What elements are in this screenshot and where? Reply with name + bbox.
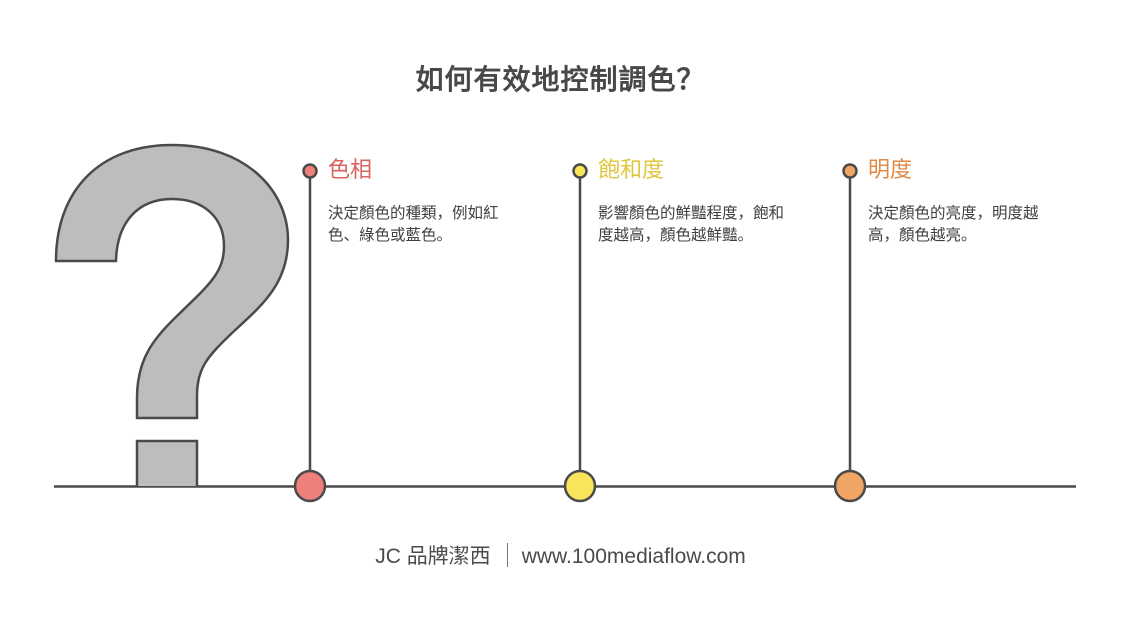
footer-divider: [506, 543, 508, 567]
hue-description: 決定顏色的種類，例如紅色、綠色或藍色。: [328, 204, 499, 244]
timeline-marker-brightness: [833, 163, 867, 503]
question-mark-icon: [54, 143, 290, 486]
saturation-description: 影響顏色的鮮豔程度，飽和度越高，顏色越鮮豔。: [598, 204, 785, 244]
footer-brand: JC 品牌潔西: [375, 545, 491, 568]
timeline-marker-saturation: [563, 163, 597, 503]
brightness-title: 明度: [868, 158, 913, 183]
footer: JC 品牌潔西 www.100mediaflow.com: [0, 540, 1121, 570]
timeline-marker-hue: [293, 163, 327, 503]
hue-title: 色相: [328, 158, 373, 183]
brightness-description: 決定顏色的亮度，明度越高，顏色越亮。: [868, 204, 1039, 244]
page-title: 如何有效地控制調色？: [415, 63, 706, 96]
footer-url: www.100mediaflow.com: [521, 545, 746, 568]
saturation-title: 飽和度: [598, 158, 665, 183]
